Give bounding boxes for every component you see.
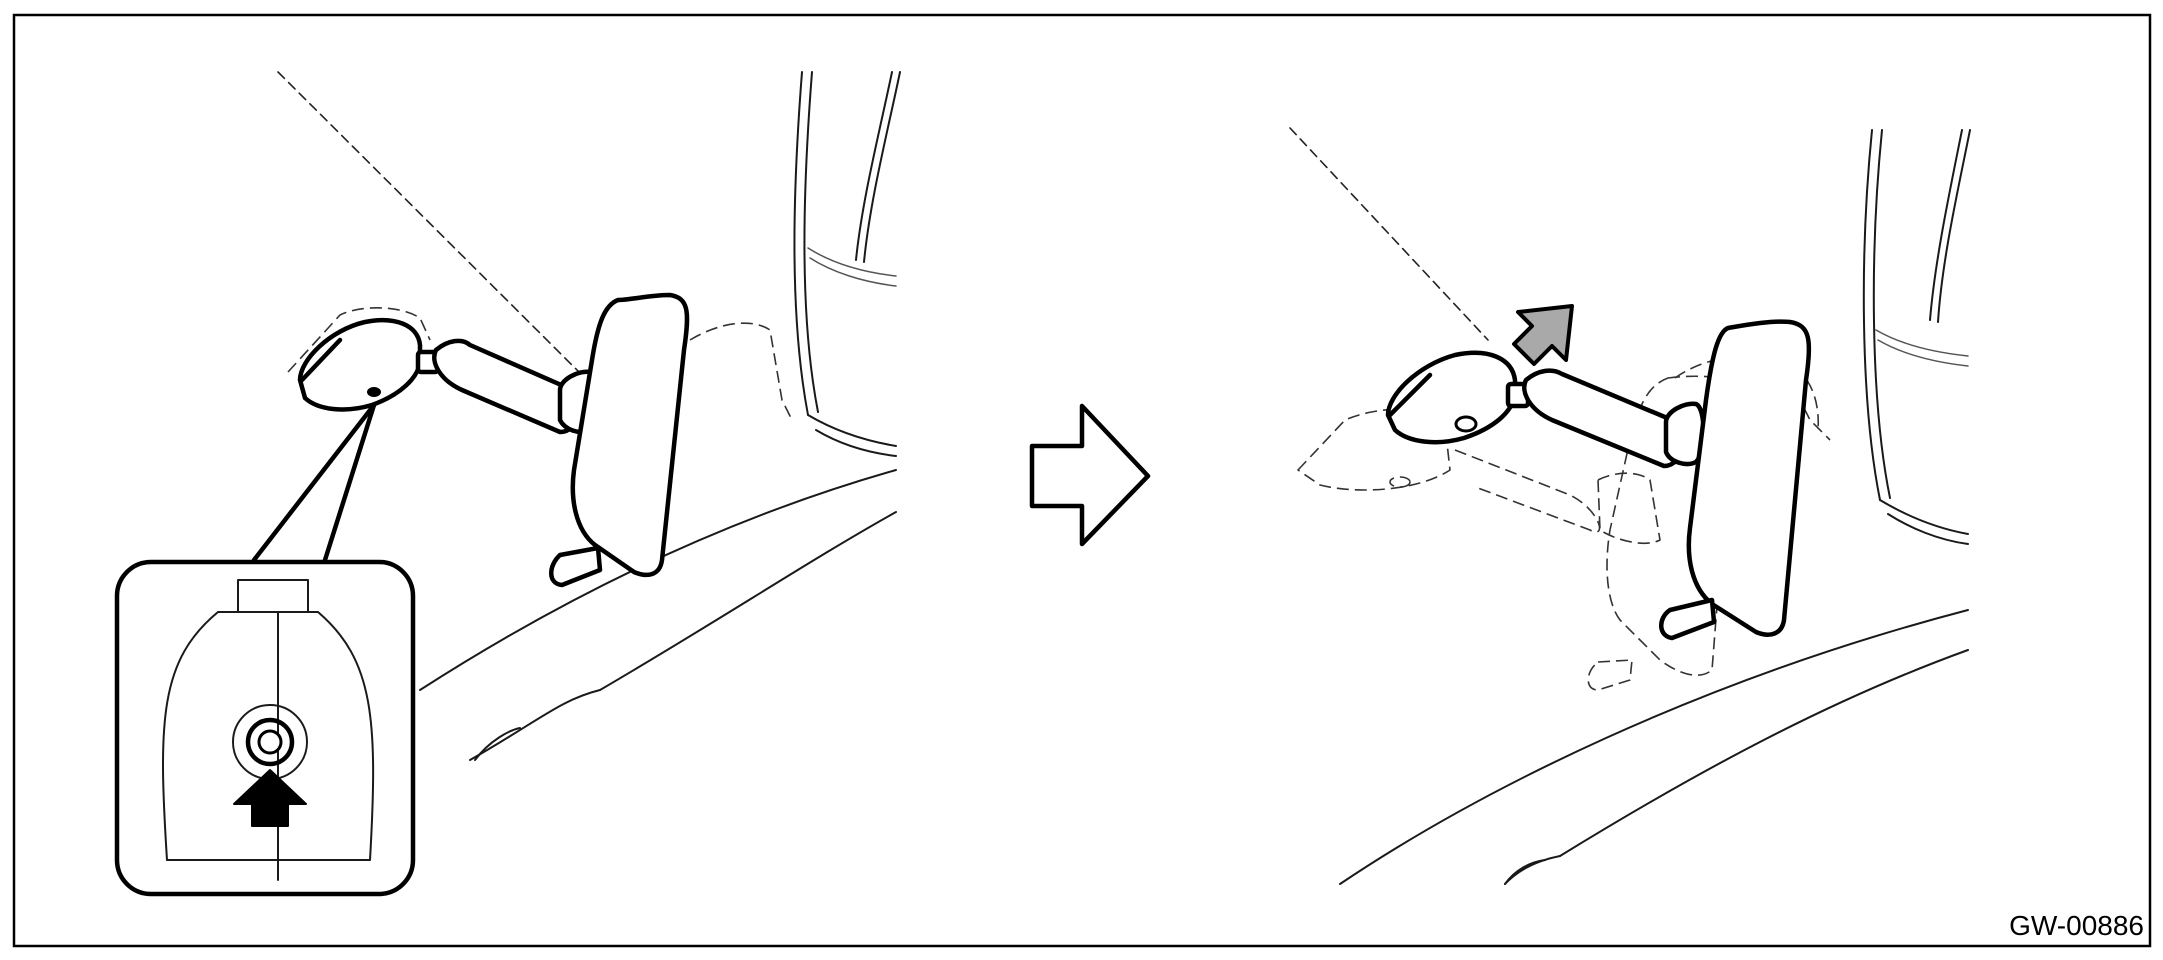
mirror-base-moved [1385,350,1518,445]
callout-line-2 [322,402,377,563]
body-lines-right [1339,129,1971,885]
mirror-body-right [1659,319,1812,641]
mirror-tab [549,545,603,588]
callout-line-1 [251,402,377,563]
mirror-body [549,292,690,588]
black-arrow-up-icon [233,769,307,827]
left-panel [114,71,901,897]
base-outline-dashed [287,307,431,373]
transition-arrow-icon [1029,403,1151,547]
right-panel [1289,127,1971,885]
screw-head [257,729,283,755]
detail-inset [114,559,416,897]
base-hole [1454,415,1478,433]
mirror-tab-right [1659,597,1717,641]
figure-code: GW-00886 [2009,910,2144,941]
windshield-edge-dashed [277,71,583,376]
gray-arrow-slide-icon [1512,304,1574,366]
base-screw [367,387,381,397]
mirror-base [297,317,423,412]
windshield-edge-dashed-right [1289,127,1489,341]
mount-outline-dashed [689,322,793,421]
